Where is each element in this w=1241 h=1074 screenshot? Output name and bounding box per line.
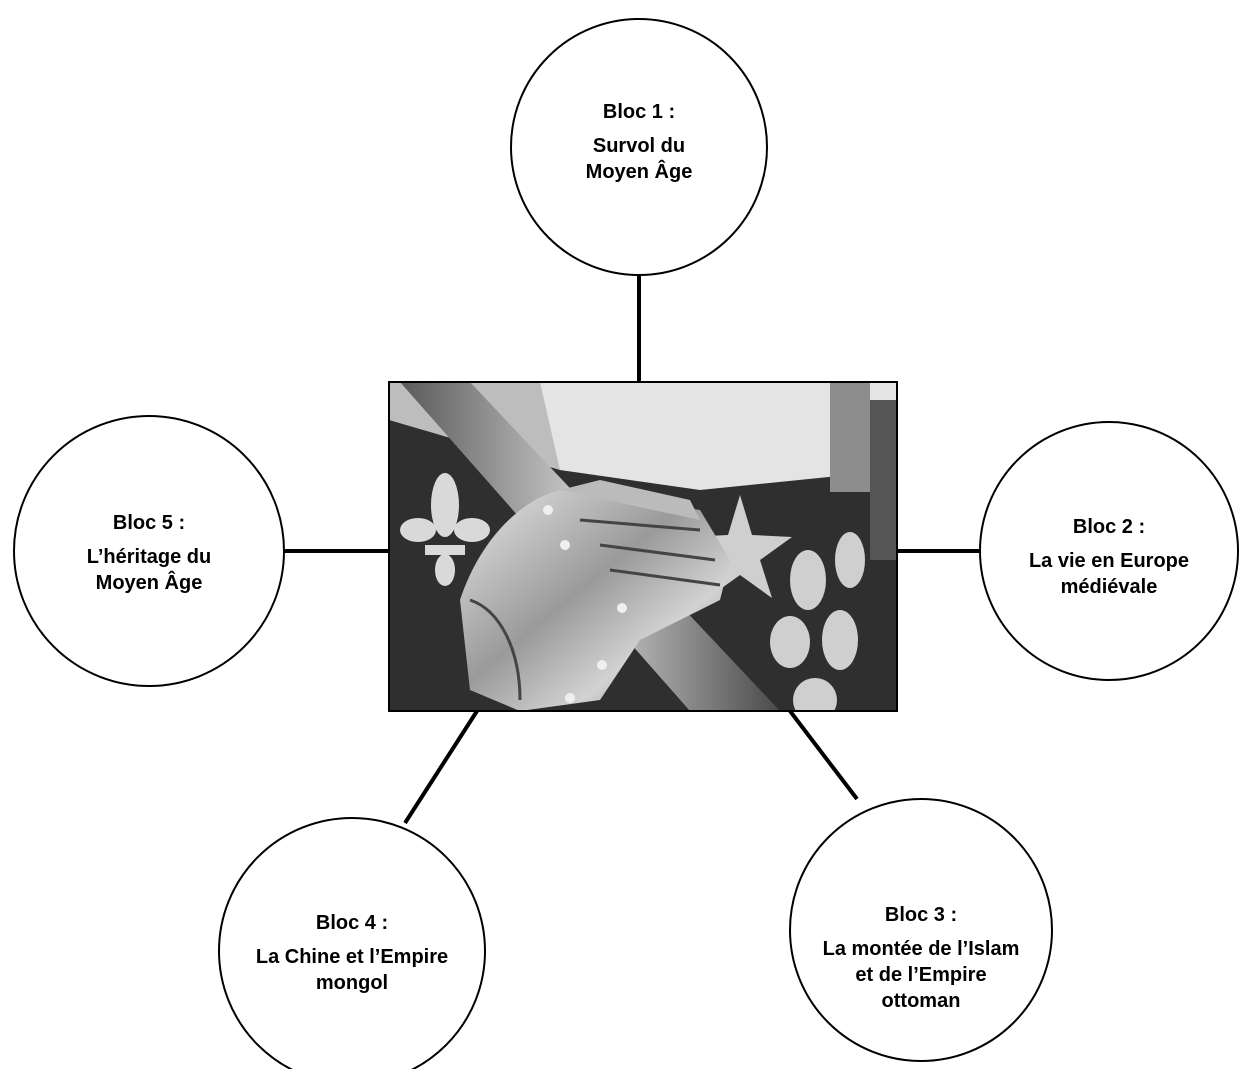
connector-bloc-3 — [788, 709, 859, 801]
bloc-4-label: Bloc 4 : La Chine et l’Empire mongol — [232, 910, 472, 996]
fleur-de-lis-icon — [400, 473, 490, 586]
central-image-border — [388, 381, 898, 712]
bloc-5-title: Bloc 5 : — [112, 512, 186, 534]
bloc-2-label: Bloc 2 : La vie en Europe médiévale — [989, 514, 1229, 600]
bloc-5-label: Bloc 5 : L’héritage du Moyen Âge — [29, 510, 269, 596]
banner-dots — [770, 532, 865, 711]
bloc-1-subtitle: Survol du Moyen Âge — [585, 135, 693, 183]
bloc-3-title: Bloc 3 : — [884, 904, 958, 926]
bloc-2-subtitle: La vie en Europe médiévale — [1028, 550, 1190, 598]
bloc-2-circle — [979, 421, 1239, 681]
central-knight-gauntlet-image — [389, 382, 897, 711]
bloc-3-label: Bloc 3 : La montée de l’Islam et de l’Em… — [801, 902, 1041, 1014]
bloc-3-subtitle: La montée de l’Islam et de l’Empire otto… — [822, 938, 1020, 1012]
bloc-4-title: Bloc 4 : — [315, 912, 389, 934]
connector-bloc-4 — [403, 709, 479, 825]
bloc-1-label: Bloc 1 : Survol du Moyen Âge — [519, 99, 759, 185]
bloc-2-title: Bloc 2 : — [1072, 516, 1146, 538]
bloc-3-circle — [789, 798, 1053, 1062]
bloc-4-circle — [218, 817, 486, 1074]
star-icon — [688, 495, 792, 598]
bloc-1-title: Bloc 1 : — [602, 101, 676, 123]
bloc-1-circle — [510, 18, 768, 276]
bloc-4-subtitle: La Chine et l’Empire mongol — [255, 946, 449, 994]
bloc-5-subtitle: L’héritage du Moyen Âge — [86, 546, 212, 594]
bloc-5-circle — [13, 415, 285, 687]
